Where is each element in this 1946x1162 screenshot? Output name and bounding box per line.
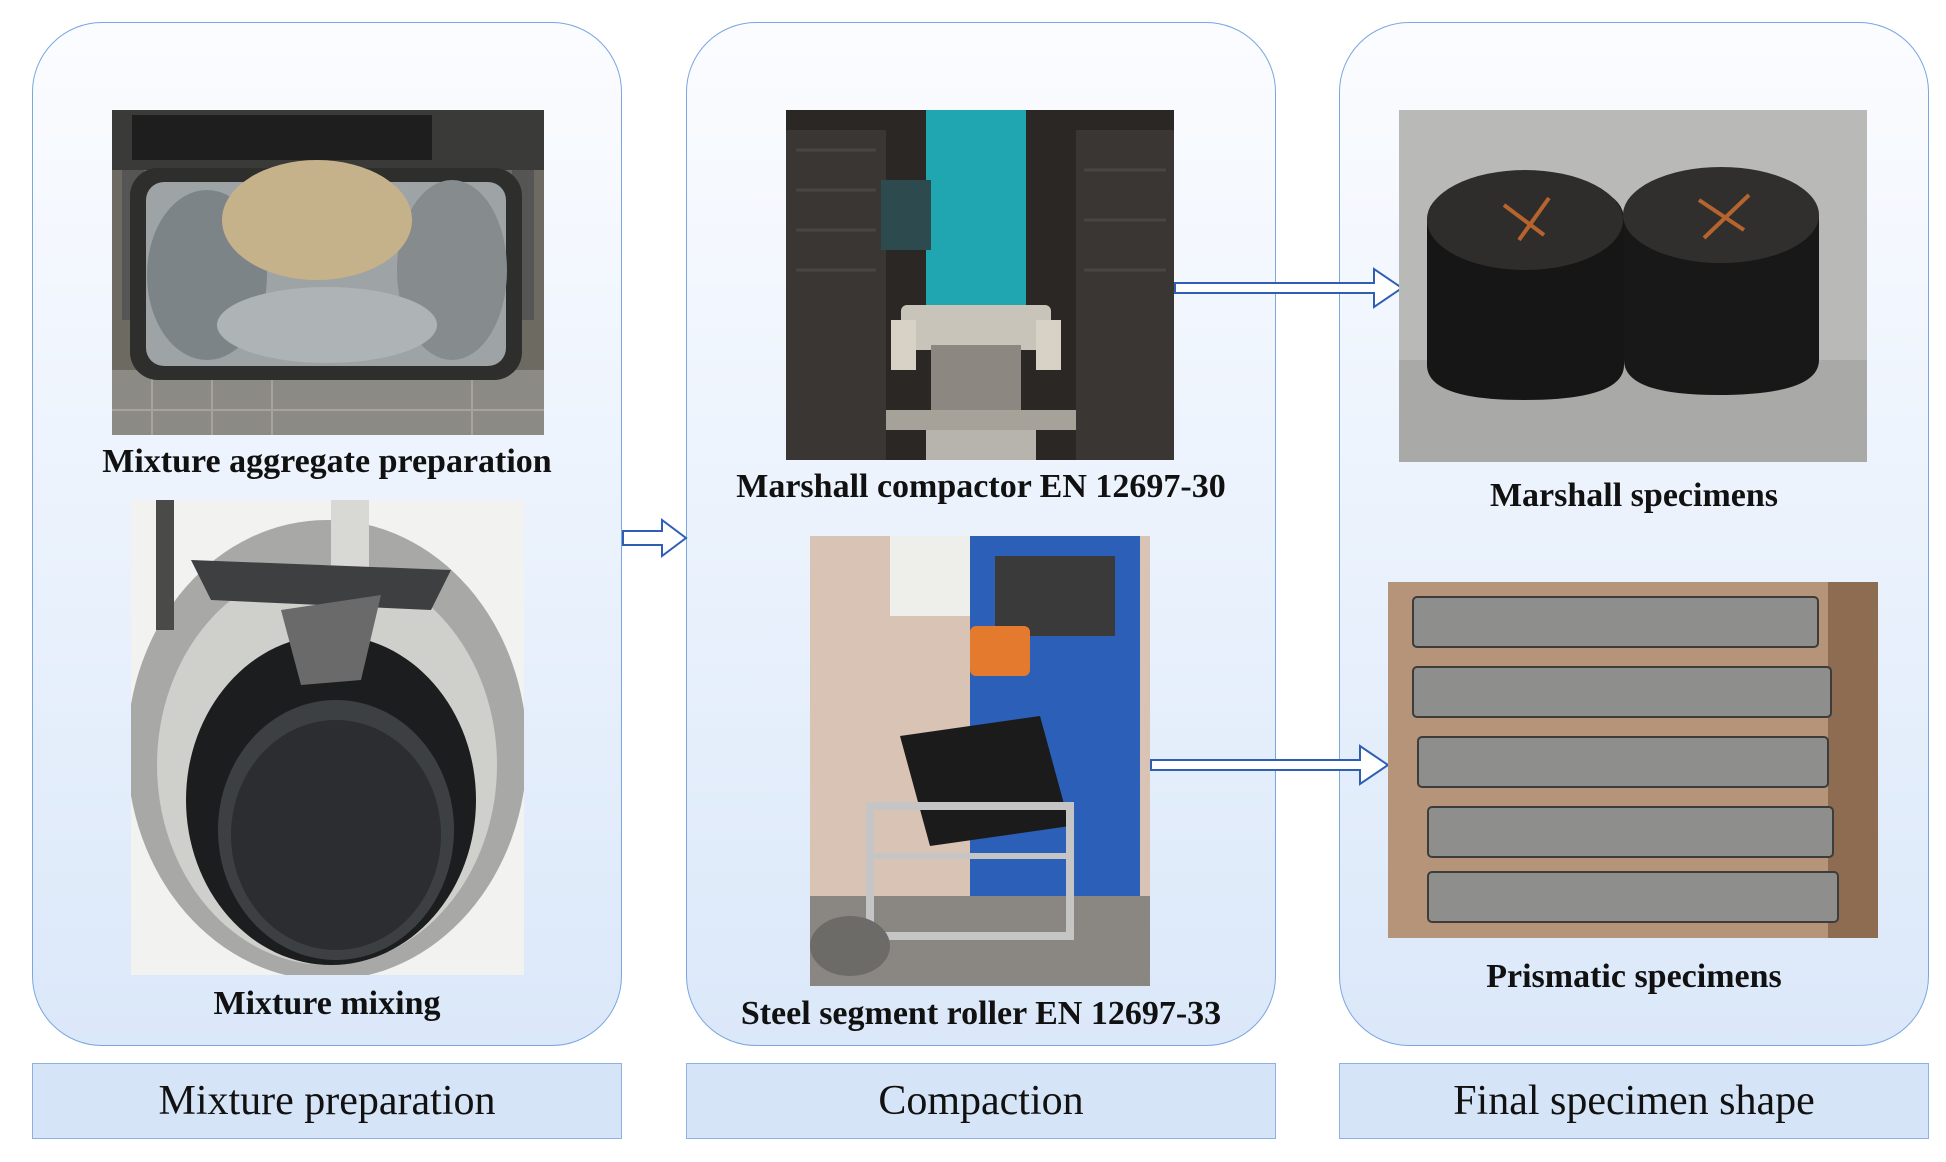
photo-mixing-bowl xyxy=(131,500,524,975)
arrow-preparation-to-compaction xyxy=(622,518,688,558)
stage-label-final-specimen-shape: Final specimen shape xyxy=(1339,1063,1929,1139)
photo-prismatic-specimens xyxy=(1388,582,1878,938)
caption-marshall-specimens: Marshall specimens xyxy=(1489,477,1779,514)
caption-roller: Steel segment roller EN 12697-33 xyxy=(740,995,1222,1032)
photo-marshall-compactor xyxy=(786,110,1174,460)
caption-mixing: Mixture mixing xyxy=(213,985,441,1022)
arrow-compactor-to-marshall-specimens xyxy=(1174,266,1404,310)
stage-label-compaction: Compaction xyxy=(686,1063,1276,1139)
photo-steel-segment-roller xyxy=(810,536,1150,986)
caption-aggregate-prep: Mixture aggregate preparation xyxy=(102,443,552,480)
caption-marshall-compactor: Marshall compactor EN 12697-30 xyxy=(736,468,1226,505)
arrow-roller-to-prismatic-specimens xyxy=(1150,743,1390,787)
photo-aggregate-tray xyxy=(112,110,544,435)
photo-marshall-specimens xyxy=(1399,110,1867,462)
caption-prismatic-specimens: Prismatic specimens xyxy=(1486,958,1782,995)
stage-label-mixture-preparation: Mixture preparation xyxy=(32,1063,622,1139)
